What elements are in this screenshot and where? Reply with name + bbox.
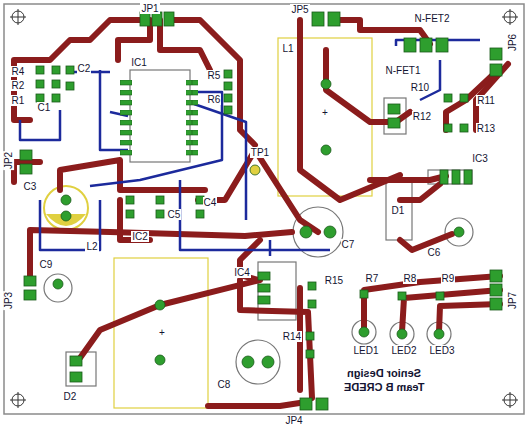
- part-label: R1: [11, 95, 26, 106]
- part-label: JP7: [507, 290, 518, 309]
- part-label: IC2: [131, 231, 149, 242]
- part-label: R7: [365, 273, 380, 284]
- part-label: IC4: [233, 267, 251, 278]
- part-label: L2: [85, 241, 98, 252]
- part-label: R11: [476, 95, 496, 106]
- part-label: IC1: [130, 57, 148, 68]
- part-label: +: [158, 327, 166, 338]
- part-label: C3: [23, 181, 38, 192]
- part-label: TP1: [250, 147, 270, 158]
- part-label: R13: [476, 123, 496, 134]
- part-label: R12: [412, 111, 432, 122]
- part-label: C8: [217, 379, 232, 390]
- part-label: C1: [37, 102, 52, 113]
- part-label: JP4: [284, 415, 303, 426]
- part-label: +: [321, 107, 329, 118]
- part-label: JP2: [4, 150, 15, 169]
- part-label: JP1: [140, 3, 159, 14]
- board-title: Team B CREDE: [343, 381, 425, 393]
- part-label: C5: [167, 209, 182, 220]
- part-label: R15: [324, 275, 344, 286]
- part-label: D1: [391, 205, 406, 216]
- part-label: LED3: [428, 345, 455, 356]
- part-label: L1: [281, 43, 294, 54]
- part-label: R6: [207, 94, 222, 105]
- part-label: C7: [341, 239, 356, 250]
- part-label: C6: [427, 247, 442, 258]
- part-label: JP5: [290, 4, 309, 15]
- part-label: R9: [441, 273, 456, 284]
- part-label: LED1: [352, 345, 379, 356]
- part-label: R2: [11, 80, 26, 91]
- part-label: IC3: [471, 153, 489, 164]
- part-label: C4: [203, 197, 218, 208]
- part-label: C9: [39, 259, 54, 270]
- part-label: R10: [410, 82, 430, 93]
- part-label: D2: [63, 391, 78, 402]
- part-label: R5: [207, 70, 222, 81]
- part-label: LED2: [390, 345, 417, 356]
- part-label: JP6: [507, 32, 518, 51]
- part-label: R14: [282, 331, 302, 342]
- part-label: R8: [403, 273, 418, 284]
- part-label: C2: [77, 63, 92, 74]
- part-label: JP3: [4, 290, 15, 309]
- part-label: N-FET1: [385, 65, 422, 76]
- part-label: N-FET2: [414, 13, 451, 24]
- part-label: R4: [11, 66, 26, 77]
- board-title: Senior Design: [346, 367, 422, 379]
